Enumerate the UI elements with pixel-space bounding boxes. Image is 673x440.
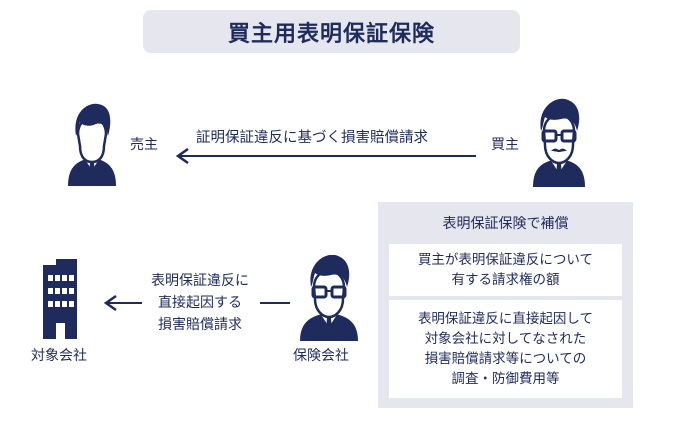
office-building-icon [43, 259, 77, 339]
direct-claim-line-3: 損害賠償請求 [158, 317, 242, 333]
coverage-item-text: 表明保証違反に直接起因して 対象会社に対してなされた 損害賠償請求等についての … [417, 311, 594, 387]
target-company-label: 対象会社 [31, 348, 87, 364]
insurer-label: 保険会社 [293, 348, 349, 364]
arrow-left-icon [176, 148, 189, 164]
businessman-glasses-icon [300, 255, 358, 341]
coverage-item-text: 買主が表明保証違反について 有する請求権の額 [417, 252, 594, 288]
businessman-glasses-mustache-icon [533, 98, 585, 187]
seller-label: 売主 [130, 137, 158, 153]
coverage-item: 表明保証違反に直接起因して 対象会社に対してなされた 損害賠償請求等についての … [389, 300, 622, 398]
direct-claim-line-2: 直接起因する [158, 295, 242, 311]
claim-arrow-line [180, 155, 476, 157]
claim-label: 証明保証違反に基づく損害賠償請求 [196, 130, 428, 146]
direct-claim-line-1: 表明保証違反に [151, 273, 249, 289]
title-banner: 買主用表明保証保険 [143, 10, 520, 53]
arrow-left-icon [104, 295, 117, 311]
direct-claim-arrow-left-segment [108, 302, 142, 304]
direct-claim-label: 表明保証違反に 直接起因する 損害賠償請求 [130, 270, 270, 336]
direct-claim-arrow-right-segment [260, 302, 290, 304]
coverage-panel-title: 表明保証保険で補償 [442, 216, 569, 232]
page-title: 買主用表明保証保険 [227, 21, 435, 47]
buyer-label: 買主 [491, 137, 519, 153]
businessman-icon [68, 103, 116, 186]
coverage-item: 買主が表明保証違反について 有する請求権の額 [389, 244, 622, 296]
